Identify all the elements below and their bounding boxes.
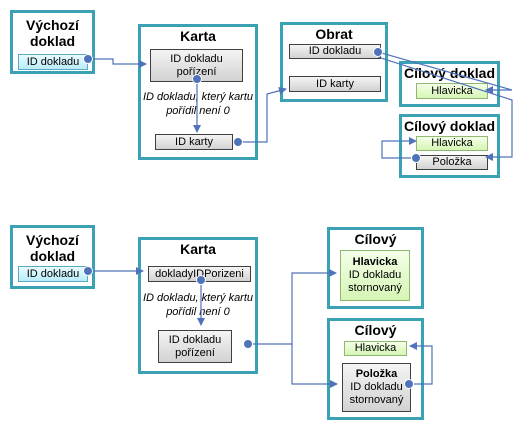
- top-source-frame: Výchozí doklad ID dokladu: [10, 10, 95, 74]
- bottom-target1-box-body: ID dokladu stornovaný: [348, 269, 402, 294]
- top-karta-note: ID dokladu, který kartu pořídil není 0: [142, 91, 254, 117]
- bottom-target2-frame: Cílový doklad Hlavicka Položka ID doklad…: [327, 318, 424, 420]
- top-karta-frame: Karta ID dokladu pořízení ID dokladu, kt…: [138, 24, 258, 160]
- top-karta-field-id-karty: ID karty: [155, 134, 233, 150]
- top-target1-frame: Cílový doklad Hlavicka: [399, 61, 500, 107]
- bottom-source-id-field: ID dokladu: [18, 266, 88, 282]
- top-target1-title: Cílový doklad: [403, 65, 496, 81]
- top-target2-field-hlavicka: Hlavicka: [416, 136, 488, 151]
- bottom-source-title: Výchozí doklad: [26, 232, 79, 264]
- top-obrat-field-id-karty: ID karty: [289, 76, 381, 92]
- bottom-source-frame: Výchozí doklad ID dokladu: [10, 225, 95, 289]
- bottom-karta-title: Karta: [180, 241, 216, 257]
- bottom-target1-box-head: Hlavicka: [352, 256, 398, 268]
- bottom-karta-field-doklady-id-porizeni: dokladyIDPorizeni: [148, 266, 251, 282]
- bottom-target2-box-head: Položka: [355, 368, 398, 380]
- top-karta-title: Karta: [180, 28, 216, 44]
- bottom-karta-frame: Karta dokladyIDPorizeni ID dokladu, kter…: [138, 237, 258, 374]
- bottom-karta-note: ID dokladu, který kartu pořídil není 0: [142, 292, 254, 318]
- top-obrat-title: Obrat: [315, 26, 353, 42]
- top-source-id-field: ID dokladu: [18, 54, 88, 70]
- bottom-target1-box: Hlavicka ID dokladu stornovaný: [340, 250, 410, 301]
- bottom-target1-frame: Cílový doklad Hlavicka ID dokladu storno…: [327, 227, 424, 309]
- top-obrat-frame: Obrat ID dokladu ID karty: [280, 22, 388, 102]
- top-source-title: Výchozí doklad: [26, 17, 79, 49]
- bottom-karta-field-doklad-porizeni: ID dokladu pořízení: [158, 330, 232, 363]
- bottom-target2-box: Položka ID dokladu stornovaný: [342, 363, 411, 412]
- top-target2-field-polozka: Položka: [416, 155, 488, 170]
- top-target2-frame: Cílový doklad Hlavicka Položka: [399, 114, 500, 178]
- bottom-link-karta-to-target1: [248, 269, 337, 345]
- top-obrat-field-id-dokladu: ID dokladu: [289, 44, 381, 59]
- bottom-target2-box-body: ID dokladu stornovaný: [349, 381, 404, 406]
- top-target1-field-hlavicka: Hlavicka: [416, 83, 488, 99]
- top-target2-title: Cílový doklad: [403, 118, 496, 134]
- bottom-target2-field-hlavicka: Hlavicka: [344, 341, 407, 356]
- top-karta-field-doklad-porizeni: ID dokladu pořízení: [150, 49, 243, 82]
